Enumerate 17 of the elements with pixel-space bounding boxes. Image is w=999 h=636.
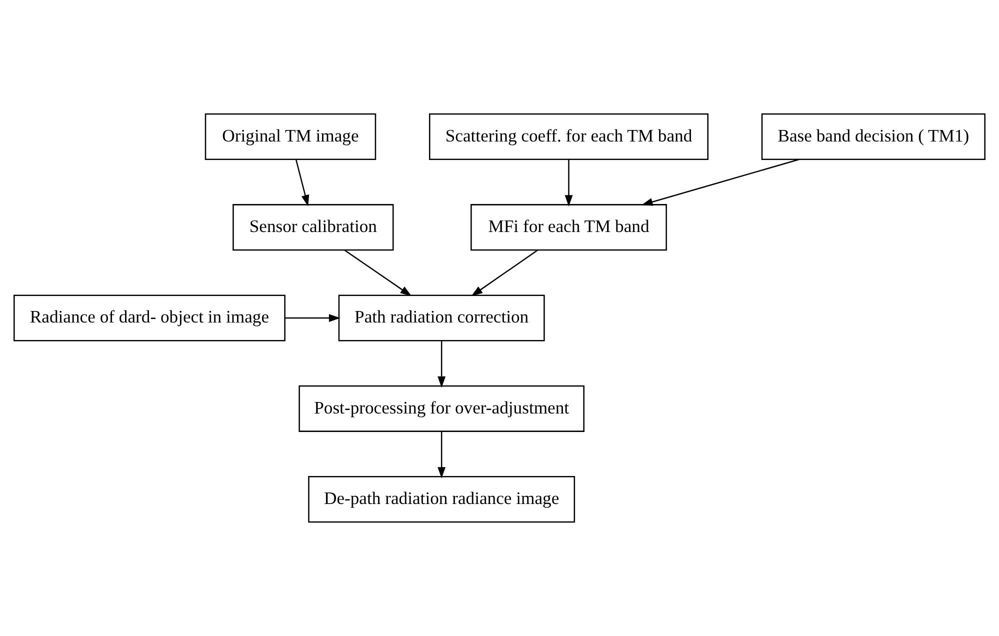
arrow [285,314,340,322]
arrow [438,432,446,478]
node-box: Original TM image [204,113,376,160]
node-box: MFi for each TM band [470,204,667,251]
arrow [344,250,412,296]
node-box: Path radiation correction [338,294,545,342]
node-box: Post-processing for over-adjustment [298,385,584,432]
arrow [564,160,573,206]
node-box: De-path radiation radiance image [308,476,576,523]
node-box: Scattering coeff. for each TM band [429,113,708,160]
arrow [296,160,310,206]
node-box: Radiance of dard- object in image [14,294,286,342]
arrow [641,158,800,206]
arrow [438,341,446,388]
arrow [471,250,538,296]
node-box: Sensor calibration [232,204,394,251]
node-box: Base band decision ( TM1) [761,113,986,160]
